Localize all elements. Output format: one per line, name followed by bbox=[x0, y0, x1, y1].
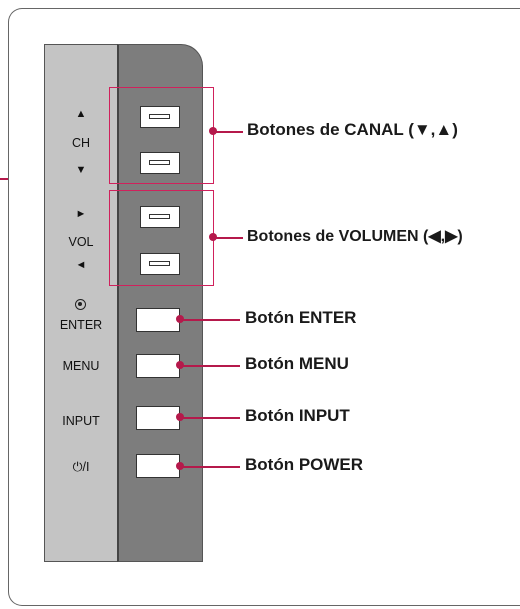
ch-down-button[interactable] bbox=[140, 152, 180, 174]
device-outline bbox=[8, 8, 520, 606]
input-button[interactable] bbox=[136, 406, 180, 430]
ch-down-arrow-icon: ▼ bbox=[75, 164, 87, 176]
enter-label: ENTER bbox=[59, 318, 103, 332]
canal-leader-line bbox=[213, 131, 243, 133]
volumen-leader-line bbox=[213, 237, 243, 239]
menu-label: MENU bbox=[62, 359, 100, 373]
vol-left-arrow-icon: ◄ bbox=[75, 259, 87, 271]
vol-up-button[interactable] bbox=[140, 206, 180, 228]
input-callout: Botón INPUT bbox=[245, 406, 350, 425]
power-leader-line bbox=[180, 466, 240, 468]
menu-leader-line bbox=[180, 365, 240, 367]
enter-leader-line bbox=[180, 319, 240, 321]
power-callout: Botón POWER bbox=[245, 455, 364, 474]
menu-button[interactable] bbox=[136, 354, 180, 378]
input-label: INPUT bbox=[62, 414, 100, 428]
vol-down-button[interactable] bbox=[140, 253, 180, 275]
enter-callout: Botón ENTER bbox=[245, 308, 357, 327]
channel-buttons-highlight bbox=[109, 87, 214, 184]
ch-up-arrow-icon: ▲ bbox=[75, 108, 87, 120]
ch-up-button[interactable] bbox=[140, 106, 180, 128]
canal-callout: Botones de CANAL (▼,▲) bbox=[247, 120, 458, 139]
vol-right-arrow-icon: ► bbox=[75, 208, 87, 220]
vol-label: VOL bbox=[68, 235, 94, 249]
menu-callout: Botón MENU bbox=[245, 354, 349, 373]
edge-tick bbox=[0, 178, 8, 180]
volumen-callout: Botones de VOLUMEN (◀,▶) bbox=[247, 228, 463, 245]
ch-label: CH bbox=[71, 136, 91, 150]
input-leader-line bbox=[180, 417, 240, 419]
volume-buttons-highlight bbox=[109, 190, 214, 286]
enter-circle-icon bbox=[75, 299, 86, 310]
enter-button[interactable] bbox=[136, 308, 180, 332]
power-button[interactable] bbox=[136, 454, 180, 478]
power-label: ⏻/I bbox=[72, 460, 90, 474]
